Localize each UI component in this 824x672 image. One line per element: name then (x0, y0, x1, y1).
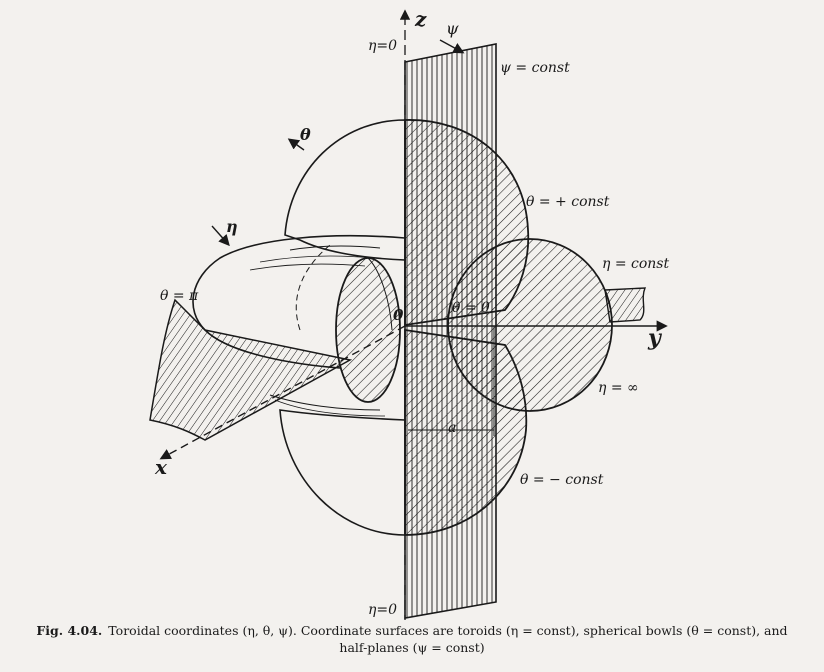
caption-text-2: half-planes (ψ = const) (339, 640, 485, 655)
theta-label: θ (300, 125, 311, 144)
a-dimension-label: a (448, 420, 456, 436)
direction-arrows (211, 39, 465, 247)
figure-number: Fig. 4.04. (36, 623, 103, 638)
theta-pi-label: θ = π (160, 288, 199, 304)
theta-arrow (287, 138, 305, 151)
psi-label: ψ (446, 19, 459, 38)
theta-pi-sheet (149, 298, 353, 441)
psi-const-label: ψ = const (500, 60, 570, 76)
theta-zero-label: θ = 0 (452, 300, 490, 316)
figure-caption: Fig. 4.04. Toroidal coordinates (η, θ, ψ)… (10, 622, 814, 656)
caption-line-1: Fig. 4.04. Toroidal coordinates (η, θ, ψ)… (10, 622, 814, 639)
axes (159, 9, 668, 620)
origin-label: 0 (393, 306, 404, 324)
eta-label: η (226, 217, 238, 236)
torus-cross-section-left (335, 257, 401, 403)
caption-text-1: Toroidal coordinates (η, θ, ψ). Coordina… (108, 623, 788, 638)
y-flange (604, 287, 647, 323)
z-axis-label: z (414, 7, 427, 31)
torus-cross-section-right (447, 238, 613, 412)
toroidal-coordinates-diagram: z y x 0 η=0 η=0 ψ ψ = const θ θ = + cons… (149, 7, 669, 620)
eta-infinity-label: η = ∞ (598, 380, 639, 396)
eta-const-label: η = const (602, 256, 669, 272)
x-axis-line (159, 325, 406, 460)
theta-minus-const-label: θ = − const (520, 472, 604, 488)
y-axis-label: y (647, 325, 663, 351)
eta-arrow (211, 225, 230, 247)
theta-plus-const-label: θ = + const (526, 194, 610, 210)
x-axis-label: x (154, 455, 168, 479)
psi-arrow (439, 39, 465, 54)
eta-zero-top-label: η=0 (368, 38, 397, 54)
eta-zero-bottom-label: η=0 (368, 602, 397, 618)
